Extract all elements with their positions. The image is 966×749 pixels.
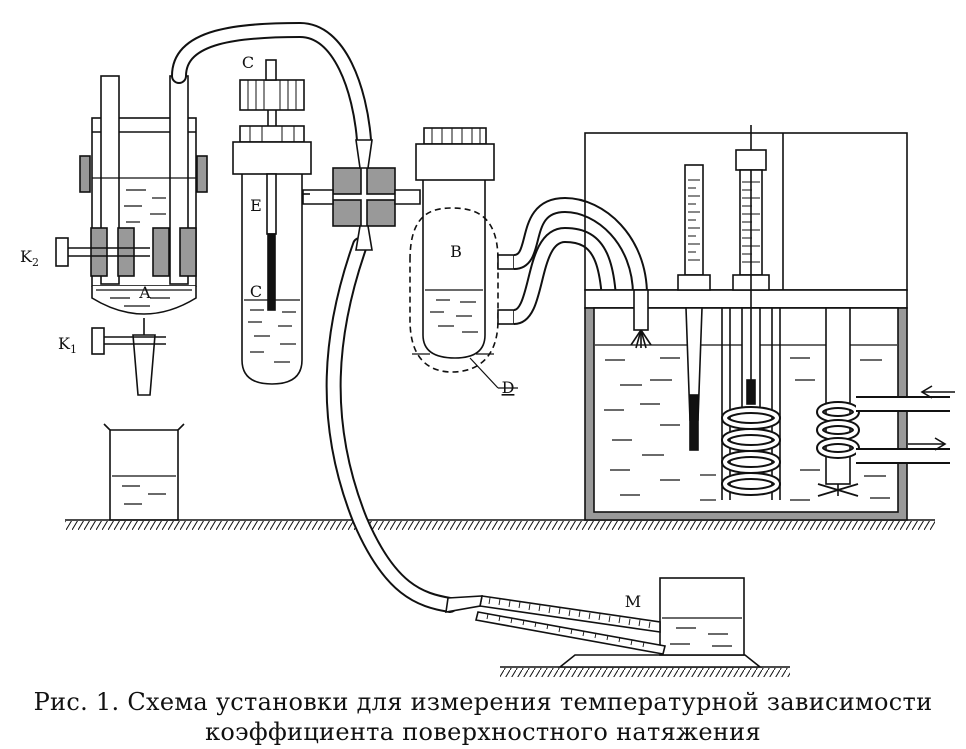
hose-long — [325, 237, 458, 613]
ground-line-lower — [500, 666, 790, 677]
vessel-b — [409, 127, 518, 389]
label-k1-sub: 1 — [70, 343, 77, 356]
vessel-a-liquid — [92, 177, 196, 307]
label-k2-sub: 2 — [32, 256, 39, 269]
heater-coil — [721, 406, 781, 496]
label-k2-letter: K — [20, 247, 33, 266]
manometer-scale — [486, 597, 651, 648]
label-a: A — [138, 283, 151, 302]
capillary-tube — [232, 59, 312, 385]
flow-arrows — [908, 385, 955, 451]
figure-caption-line-1: Рис. 1. Схема установки для измерения те… — [33, 688, 933, 716]
manometer — [445, 577, 763, 668]
label-m: M — [625, 592, 641, 611]
beaker — [103, 423, 185, 521]
label-e: E — [250, 196, 262, 215]
apparatus-diagram: A B C C D E M K2 K1 — [20, 21, 955, 677]
figure-caption-line-2: коэффициента поверхностного натяжения — [205, 718, 761, 746]
label-c-bottom: C — [250, 282, 262, 301]
thermostat-liquid — [604, 357, 890, 501]
thermometer-scales — [688, 179, 760, 263]
vessel-a — [55, 75, 208, 396]
label-k1: K1 — [58, 334, 77, 356]
ground-line-main — [65, 519, 935, 530]
capillary-tube-liquid — [244, 299, 300, 363]
cooling-coil — [816, 396, 950, 464]
cross-junction — [302, 139, 421, 251]
label-k2: K2 — [20, 247, 39, 269]
label-d: D — [502, 378, 515, 397]
label-c-top: C — [242, 53, 254, 72]
hose-top — [171, 21, 372, 148]
label-b: B — [450, 242, 462, 261]
label-k1-letter: K — [58, 334, 71, 353]
vessel-b-liquid — [412, 289, 494, 355]
